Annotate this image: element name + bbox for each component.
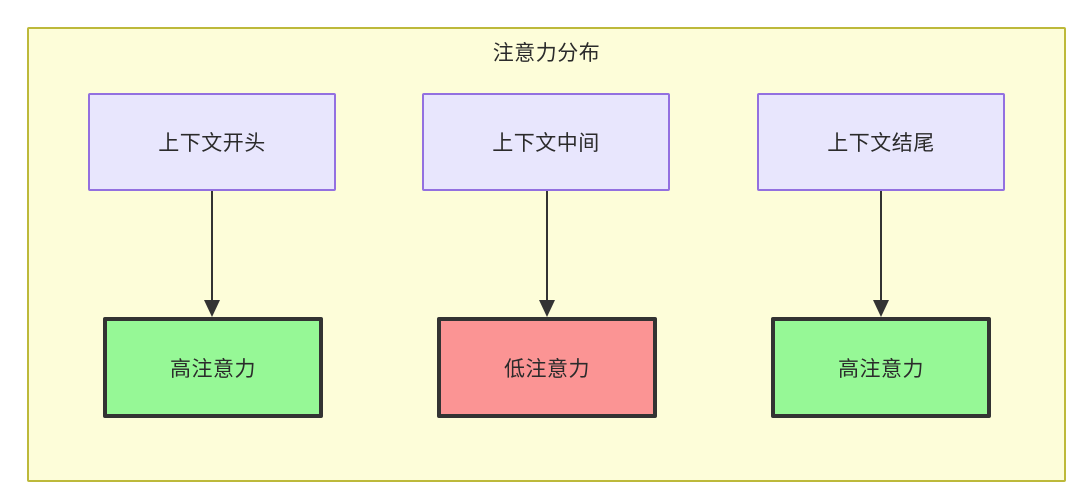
node-high-attention-start[interactable]: 高注意力 [103, 317, 323, 418]
node-high-attention-end[interactable]: 高注意力 [771, 317, 991, 418]
diagram-title: 注意力分布 [492, 42, 601, 65]
node-context-start[interactable]: 上下文开头 [88, 93, 336, 191]
node-low-attention-middle[interactable]: 低注意力 [437, 317, 657, 418]
node-context-middle[interactable]: 上下文中间 [422, 93, 670, 191]
node-context-end[interactable]: 上下文结尾 [757, 93, 1005, 191]
